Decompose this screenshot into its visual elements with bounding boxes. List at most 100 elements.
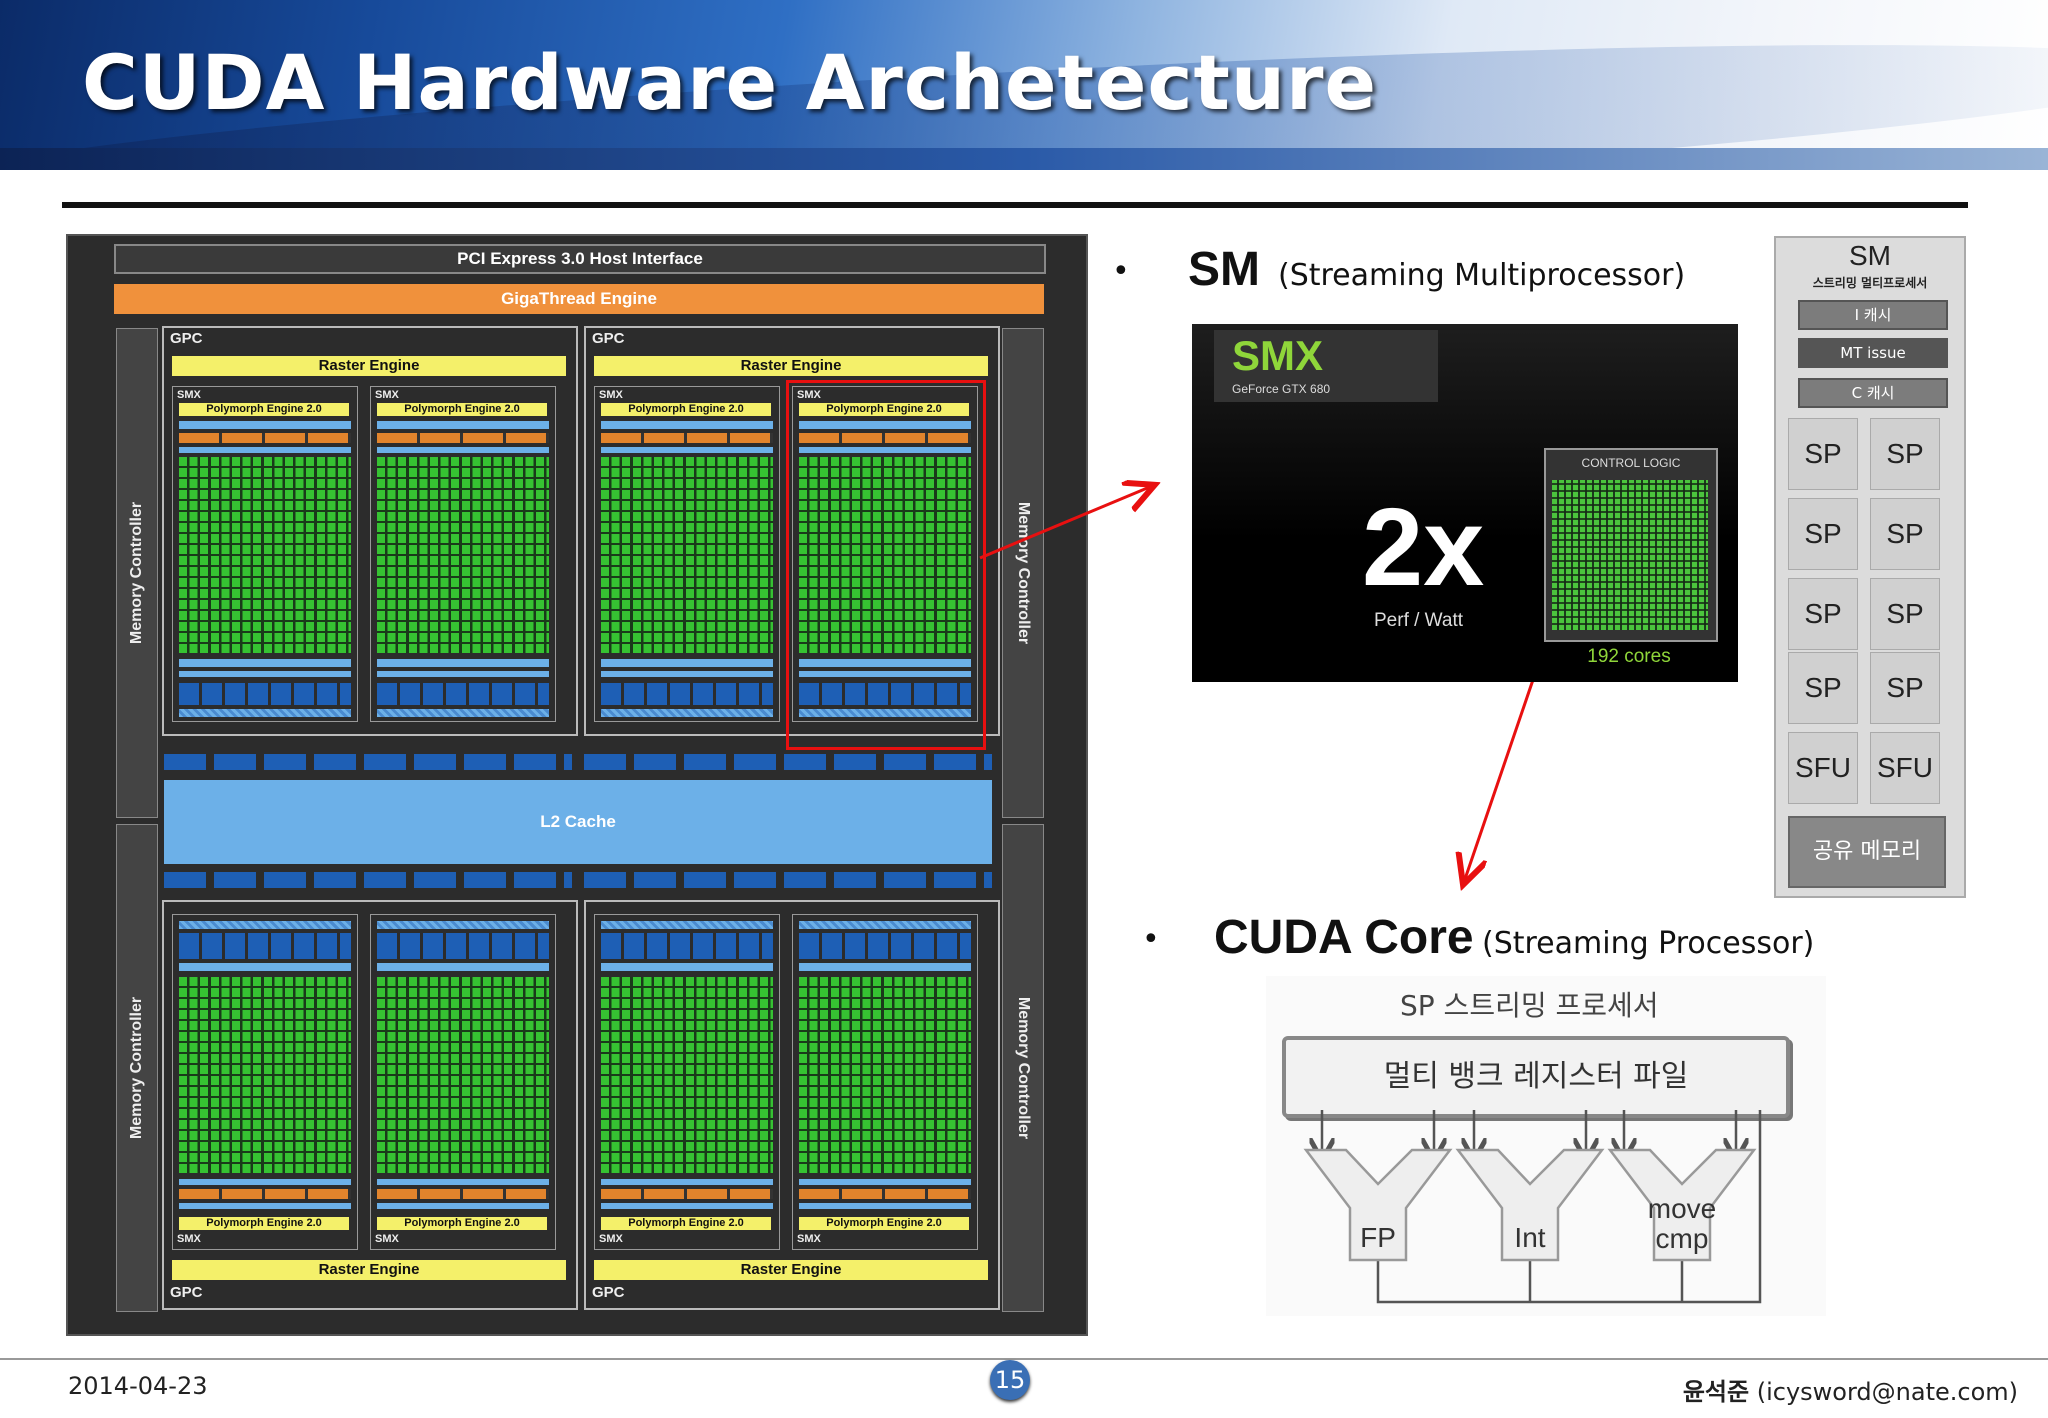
cuda-core-heading: CUDA Core xyxy=(1214,911,1474,964)
gpc-label: GPC xyxy=(592,1284,625,1301)
banner-band xyxy=(0,148,2048,170)
raster-engine: Raster Engine xyxy=(172,1260,566,1280)
smx-label: SMX xyxy=(599,1233,623,1245)
control-logic-block: CONTROL LOGIC xyxy=(1544,448,1718,642)
core-grid-rows xyxy=(377,457,549,653)
smx-unit-strip xyxy=(601,421,773,429)
gpu-block-diagram: PCI Express 3.0 Host Interface GigaThrea… xyxy=(66,234,1088,1336)
memory-controller-tr: Memory Controller xyxy=(1002,328,1044,818)
slide-title: CUDA Hardware Archetecture xyxy=(82,38,1377,127)
smx-unit-strip xyxy=(377,921,549,929)
control-logic-label: CONTROL LOGIC xyxy=(1581,456,1681,470)
arrow-to-smx xyxy=(979,486,1152,560)
smx-unit-strip xyxy=(377,447,549,453)
cuda-core-grid xyxy=(601,977,773,1173)
sfu-cell: SFU xyxy=(1788,732,1858,804)
move-cmp-label: move cmp xyxy=(1647,1193,1717,1254)
core-grid-rows xyxy=(601,457,773,653)
memory-interface-row xyxy=(584,754,992,770)
smx-label: SMX xyxy=(177,389,201,401)
raster-engine: Raster Engine xyxy=(172,356,566,376)
smx-label: SMX xyxy=(177,1233,201,1245)
smx-unit-strip xyxy=(601,709,773,717)
raster-engine: Raster Engine xyxy=(594,356,988,376)
smx-unit-strip xyxy=(799,671,971,677)
smx-unit-strip xyxy=(179,1189,351,1199)
polymorph-engine: Polymorph Engine 2.0 xyxy=(179,403,349,416)
move-cmp-unit xyxy=(1607,1148,1757,1262)
smx-unit-strip xyxy=(799,683,971,705)
sfu-cell: SFU xyxy=(1870,732,1940,804)
sm-heading: SM xyxy=(1188,243,1260,296)
bullet: • xyxy=(1142,922,1160,957)
sm-subtitle: (Streaming Multiprocessor) xyxy=(1278,258,1686,293)
sp-diagram-flow xyxy=(1303,1110,1762,1304)
core-grid-rows xyxy=(601,977,773,1173)
memory-interface-row xyxy=(584,872,992,888)
smx-unit-strip xyxy=(799,709,971,717)
smx-unit-strip xyxy=(377,1189,549,1199)
author-name: 윤석준 xyxy=(1682,1378,1750,1406)
smx-unit-strip xyxy=(377,709,549,717)
perf-multiplier: 2x xyxy=(1362,486,1485,609)
int-unit xyxy=(1455,1148,1605,1262)
smx-unit-strip xyxy=(377,933,549,959)
smx-block: SMX Polymorph Engine 2.0 xyxy=(172,914,358,1250)
pci-host-interface: PCI Express 3.0 Host Interface xyxy=(114,244,1046,274)
smx-label: SMX xyxy=(599,389,623,401)
polymorph-engine: Polymorph Engine 2.0 xyxy=(799,1217,969,1230)
smx-block: SMX Polymorph Engine 2.0 xyxy=(370,386,556,722)
title-rule xyxy=(62,202,1968,208)
polymorph-engine: Polymorph Engine 2.0 xyxy=(601,403,771,416)
smx-unit-strip xyxy=(601,433,773,443)
core-grid-rows xyxy=(799,457,971,653)
sm-row: MT issue xyxy=(1798,338,1948,368)
sp-cell: SP xyxy=(1870,498,1940,570)
memory-interface-row xyxy=(164,872,572,888)
polymorph-engine: Polymorph Engine 2.0 xyxy=(377,403,547,416)
smx-unit-strip xyxy=(601,447,773,453)
gigathread-engine: GigaThread Engine xyxy=(114,284,1044,314)
perf-label: Perf / Watt xyxy=(1374,610,1464,631)
smx-block: SMX Polymorph Engine 2.0 xyxy=(594,386,780,722)
core-grid-overlay xyxy=(1552,480,1708,630)
smx-unit-strip xyxy=(179,933,351,959)
sp-cell: SP xyxy=(1788,418,1858,490)
cuda-core-grid xyxy=(601,457,773,653)
smx-unit-strip xyxy=(799,921,971,929)
smx-label: SMX xyxy=(375,389,399,401)
smx-unit-strip xyxy=(377,1179,549,1185)
smx-unit-strip xyxy=(799,447,971,453)
sm-row: I 캐시 xyxy=(1798,300,1948,330)
core-grid-rows xyxy=(179,457,351,653)
smx-block: SMX Polymorph Engine 2.0 xyxy=(172,386,358,722)
gpc-label: GPC xyxy=(170,1284,203,1301)
smx-unit-strip xyxy=(179,433,351,443)
polymorph-engine: Polymorph Engine 2.0 xyxy=(179,1217,349,1230)
smx-unit-strip xyxy=(601,683,773,705)
raster-engine: Raster Engine xyxy=(594,1260,988,1280)
smx-unit-strip xyxy=(601,963,773,971)
core-count: 192 cores xyxy=(1587,646,1671,667)
cuda-core-grid xyxy=(179,977,351,1173)
smx-unit-strip xyxy=(179,671,351,677)
shared-memory: 공유 메모리 xyxy=(1788,816,1946,888)
smx-label: SMX xyxy=(375,1233,399,1245)
smx-unit-strip xyxy=(799,433,971,443)
smx-unit-strip xyxy=(179,709,351,717)
smx-badge-title: SMX xyxy=(1232,332,1324,379)
core-grid-rows xyxy=(377,977,549,1173)
smx-unit-strip xyxy=(377,659,549,667)
smx-unit-strip xyxy=(799,933,971,959)
smx-unit-strip xyxy=(377,683,549,705)
memory-controller-tl: Memory Controller xyxy=(116,328,158,818)
l2-cache: L2 Cache xyxy=(164,780,992,864)
sp-cell: SP xyxy=(1870,578,1940,650)
sm-row: C 캐시 xyxy=(1798,378,1948,408)
